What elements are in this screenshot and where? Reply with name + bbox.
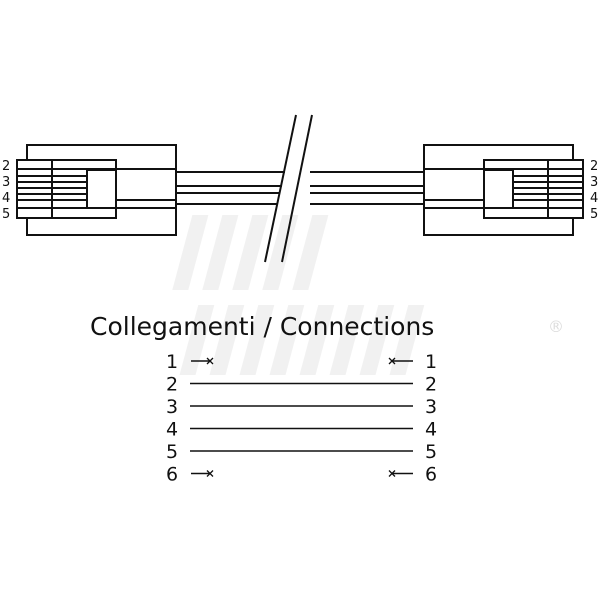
- watermark-stroke: [389, 305, 425, 375]
- watermark-stroke: [239, 305, 275, 375]
- pin-right: 2: [425, 374, 437, 396]
- left-connector: [16, 144, 285, 236]
- watermark-stroke: [179, 305, 215, 375]
- pin-right: 3: [425, 396, 437, 418]
- right-pin-labels: 2 3 4 5: [590, 159, 598, 222]
- watermark-stroke: [209, 305, 245, 375]
- watermark-stroke: [172, 215, 209, 290]
- registered-mark: ®: [548, 317, 564, 336]
- pin-right: 5: [425, 441, 437, 463]
- pin-left: 1: [166, 351, 178, 373]
- pin-left: 4: [166, 419, 178, 441]
- no-connection-mark-icon: [206, 470, 214, 477]
- diagram-title: Collegamenti / Connections: [90, 312, 434, 341]
- no-connection-mark-icon: [206, 357, 214, 365]
- watermark-stroke: [202, 215, 239, 290]
- pin-left: 5: [166, 441, 178, 463]
- pin-label: 2: [590, 159, 598, 174]
- watermark-stroke: [299, 305, 335, 375]
- watermark-stroke: [262, 215, 299, 290]
- pin-label: 5: [2, 207, 10, 222]
- pin-left: 6: [166, 464, 178, 486]
- watermark-stroke: [292, 215, 329, 290]
- watermark-stroke: [269, 305, 305, 375]
- pin-label: 5: [590, 207, 598, 222]
- right-connector: [310, 144, 584, 236]
- pin-right: 6: [425, 464, 437, 486]
- watermark-stroke: [329, 305, 365, 375]
- pin-left: 2: [166, 374, 178, 396]
- cable-break-mark: [264, 114, 313, 263]
- pin-label: 4: [2, 191, 10, 206]
- pin-label: 3: [2, 175, 10, 190]
- watermark-stroke: [232, 215, 269, 290]
- pin-label: 4: [590, 191, 598, 206]
- pin-label: 2: [2, 159, 10, 174]
- watermark-stroke: [359, 305, 395, 375]
- left-pin-labels: 2 3 4 5: [2, 159, 10, 222]
- no-connection-mark-icon: [388, 470, 396, 477]
- watermark-logo: [172, 215, 425, 375]
- pin-right: 4: [425, 419, 437, 441]
- pin-label: 3: [590, 175, 598, 190]
- pin-left: 3: [166, 396, 178, 418]
- no-connection-mark-icon: [388, 357, 396, 365]
- pin-right: 1: [425, 351, 437, 373]
